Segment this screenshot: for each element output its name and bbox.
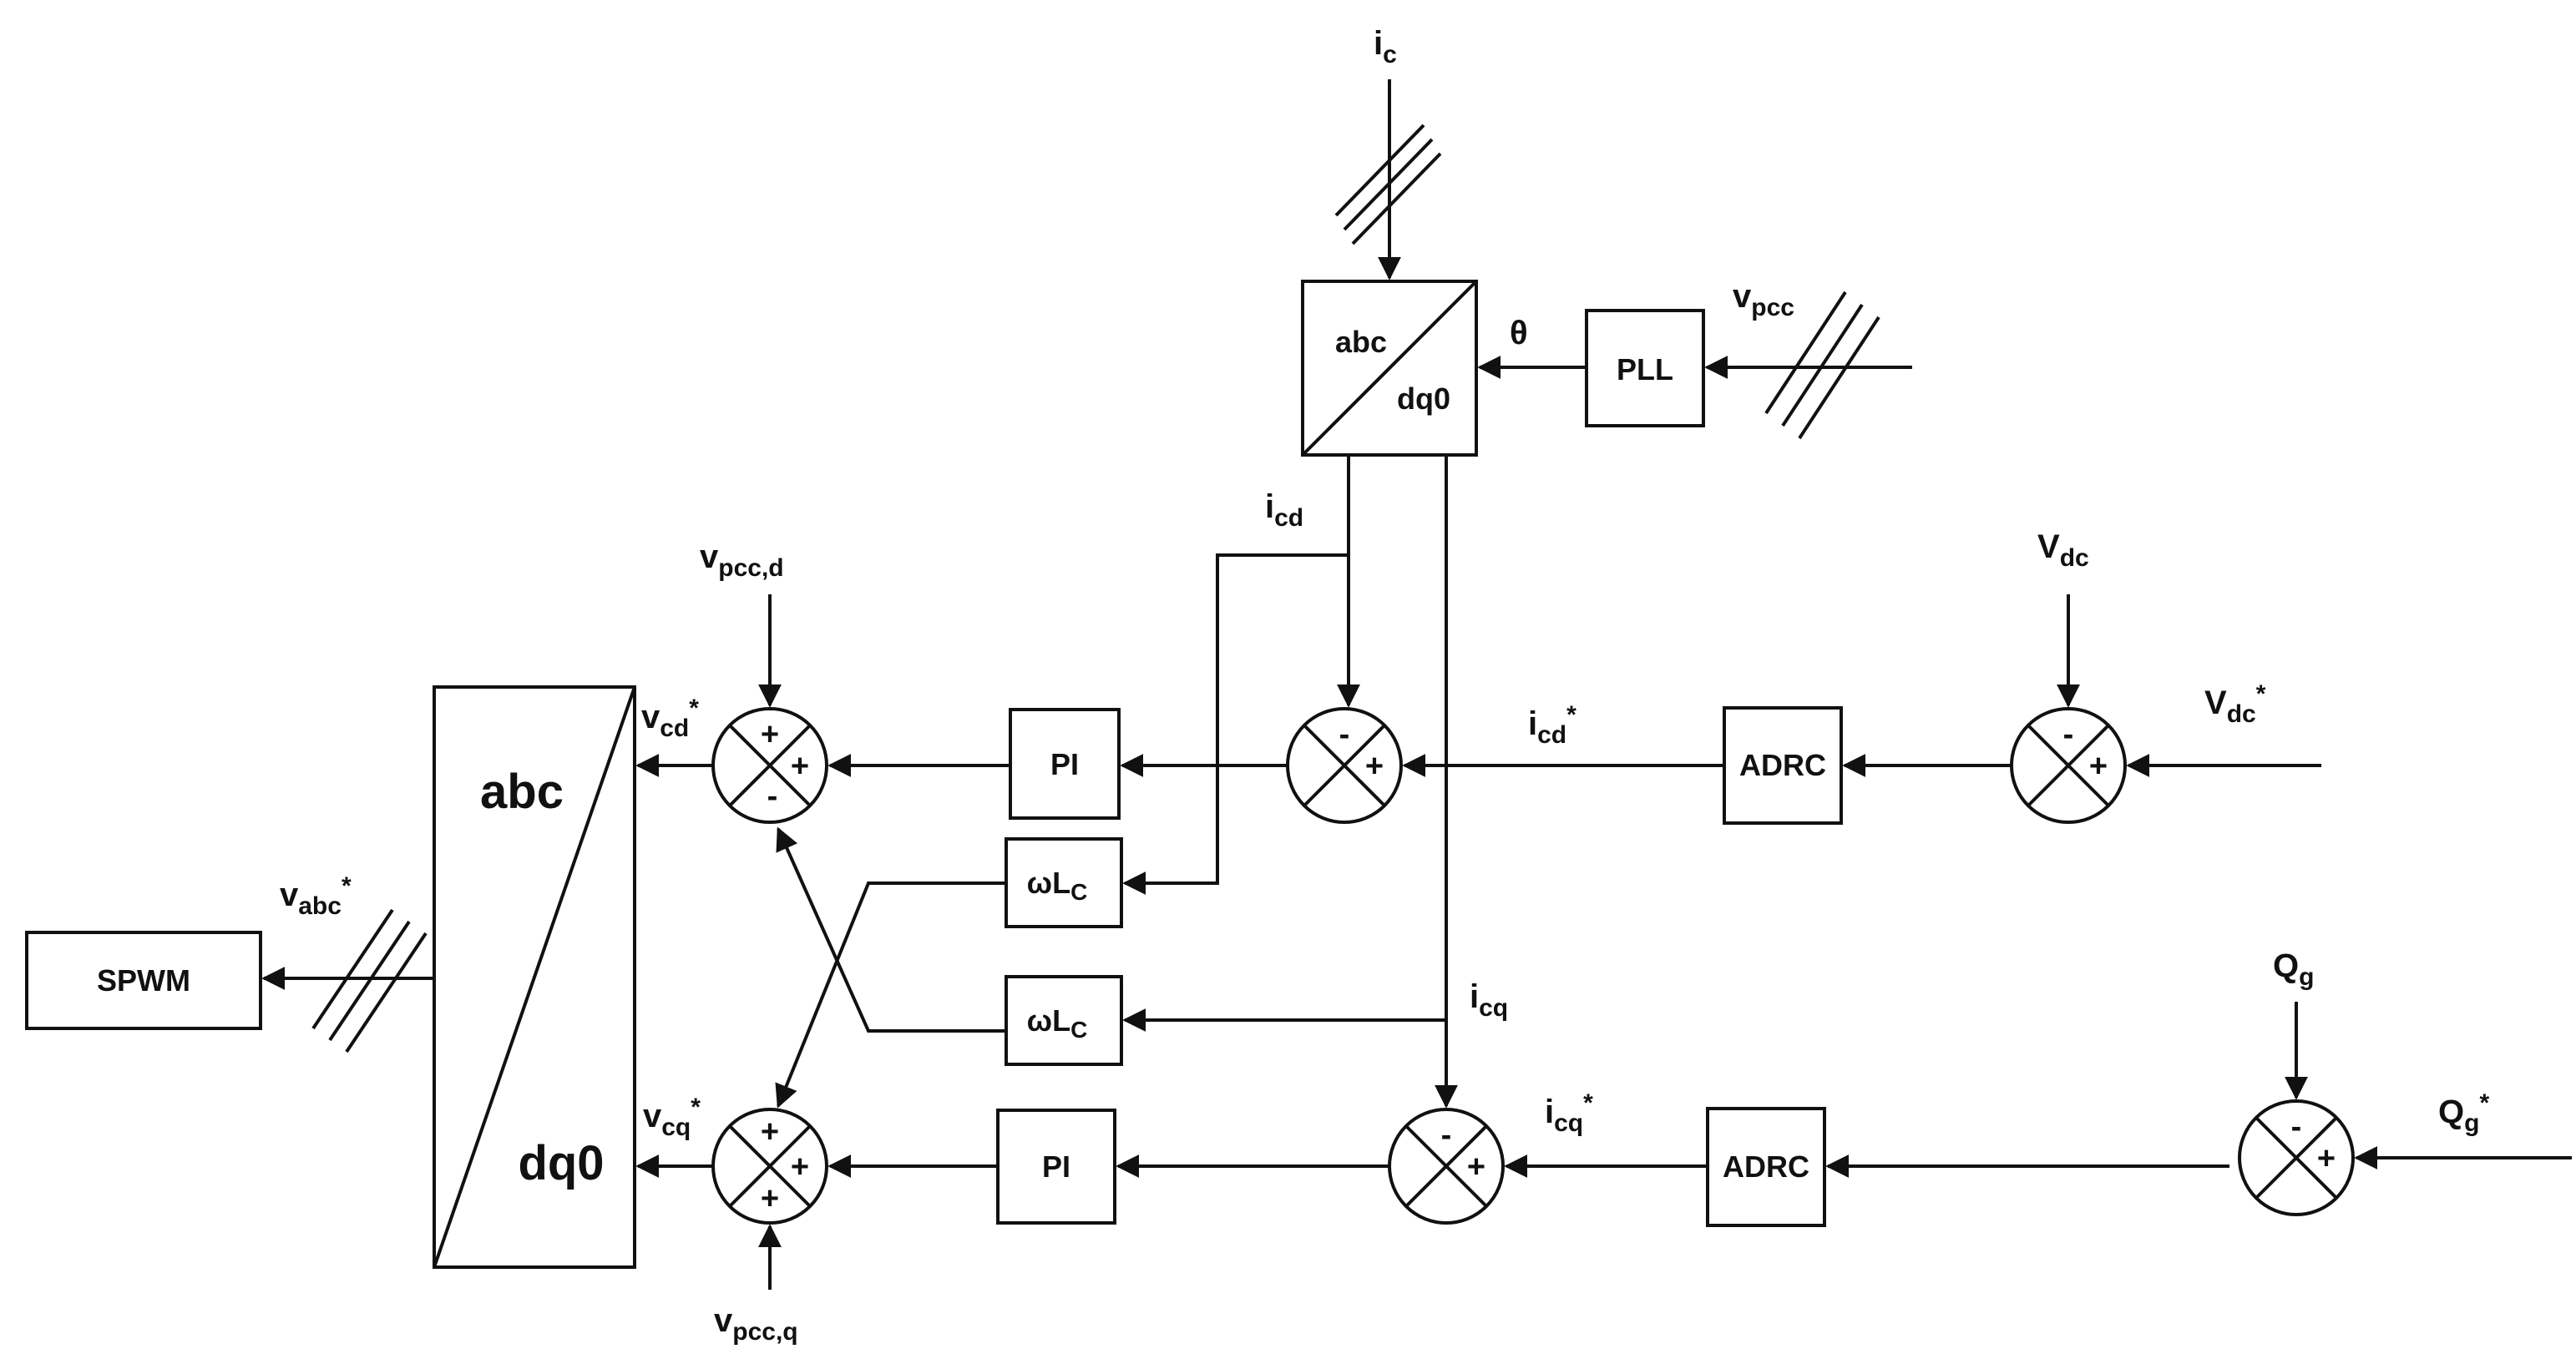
sign-minus: -	[2063, 717, 2074, 752]
label-vdc-ref: Vdc*	[2204, 680, 2266, 728]
pi-d-block: PI	[1009, 708, 1121, 820]
sign-plus: +	[2317, 1141, 2336, 1176]
adrc-q-block: ADRC	[1706, 1107, 1826, 1227]
sign-plus: +	[2089, 749, 2108, 784]
adrc-q-label: ADRC	[1723, 1149, 1809, 1184]
adrc-d-label: ADRC	[1739, 748, 1826, 782]
sign-plus: +	[791, 749, 809, 784]
sign-minus: -	[1339, 717, 1350, 752]
park-transform-top: abc dq0	[1301, 280, 1478, 457]
label-icd-ref: icd*	[1528, 701, 1576, 749]
label-qg: Qg	[2273, 947, 2314, 991]
spwm-block: SPWM	[25, 931, 262, 1030]
park-top-dq0-label: dq0	[1397, 381, 1450, 416]
label-vcd-ref: vcd*	[641, 695, 699, 742]
signal-wires	[261, 79, 2572, 1290]
sign-plus: +	[761, 1181, 779, 1216]
adrc-d-block: ADRC	[1723, 706, 1843, 825]
label-qg-ref: Qg*	[2438, 1089, 2489, 1137]
sum-junction-vcd: + + -	[711, 707, 828, 824]
wl-d-label: ωLC	[1027, 866, 1088, 905]
pi-d-label: PI	[1050, 747, 1079, 781]
label-icq: icq	[1470, 978, 1508, 1022]
spwm-label: SPWM	[97, 963, 190, 998]
sign-plus: +	[761, 717, 779, 752]
park-main-abc-label: abc	[480, 765, 564, 819]
wl-q-block: ωLC	[1005, 975, 1123, 1066]
sign-plus: +	[761, 1114, 779, 1149]
sum-junction-vcq: + + +	[711, 1108, 828, 1225]
label-icq-ref: icq*	[1545, 1089, 1593, 1137]
wl-d-block: ωLC	[1005, 837, 1123, 928]
label-vabc-ref: vabc*	[280, 872, 352, 920]
sign-minus: -	[767, 779, 778, 814]
sign-plus: +	[1365, 749, 1384, 784]
pll-block: PLL	[1585, 309, 1705, 427]
signal-labels: ic θ vpcc icd icq vpcc,d vpcc,q vcd* vcq…	[280, 25, 2489, 1346]
label-theta: θ	[1510, 315, 1528, 351]
pll-label: PLL	[1617, 352, 1673, 386]
sign-minus: -	[1441, 1118, 1452, 1153]
sum-junction-qg: - +	[2238, 1099, 2355, 1216]
park-main-dq0-label: dq0	[518, 1136, 604, 1190]
park-top-abc-label: abc	[1335, 325, 1387, 359]
sum-junction-vdc: - +	[2010, 707, 2127, 824]
pi-q-block: PI	[996, 1109, 1116, 1225]
label-ic: ic	[1374, 25, 1397, 68]
label-vcq-ref: vcq*	[643, 1094, 701, 1141]
label-vpcc: vpcc	[1733, 278, 1794, 321]
sign-plus: +	[1467, 1149, 1485, 1185]
sign-plus: +	[791, 1149, 809, 1185]
label-vpcc-q: vpcc,q	[714, 1302, 798, 1346]
label-vpcc-d: vpcc,d	[700, 538, 784, 582]
sign-minus: -	[2291, 1109, 2302, 1144]
sum-junction-icq: - +	[1388, 1108, 1505, 1225]
three-phase-marks	[311, 124, 1880, 1053]
park-transform-main: abc dq0	[433, 685, 636, 1269]
label-icd: icd	[1265, 488, 1303, 532]
sum-junction-icd: - +	[1286, 707, 1403, 824]
pi-q-label: PI	[1042, 1149, 1070, 1184]
label-vdc: Vdc	[2037, 528, 2089, 572]
wl-q-label: ωLC	[1027, 1003, 1088, 1043]
